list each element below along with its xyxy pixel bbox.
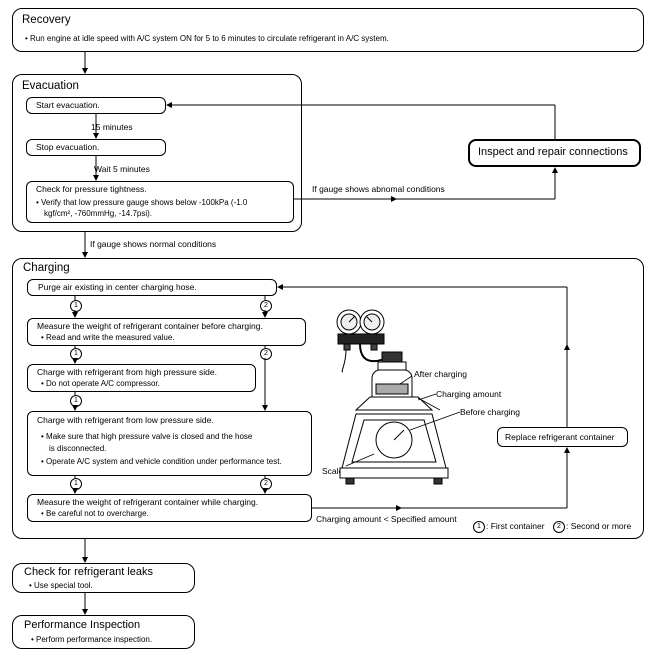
high-pressure-item: • Do not operate A/C compressor.	[41, 379, 160, 388]
low-pressure-title: Charge with refrigerant from low pressur…	[37, 415, 214, 425]
pressure-tightness-title: Check for pressure tightness.	[36, 184, 147, 194]
measure-before-item: • Read and write the measured value.	[41, 333, 175, 342]
recovery-title: Recovery	[22, 14, 71, 26]
low-pressure-item3: • Operate A/C system and vehicle conditi…	[41, 457, 282, 466]
performance-item: • Perform performance inspection.	[31, 635, 153, 644]
measure-before-step: Measure the weight of refrigerant contai…	[27, 318, 306, 346]
leaks-title: Check for refrigerant leaks	[24, 566, 153, 578]
low-pressure-item1: • Make sure that high pressure valve is …	[41, 432, 253, 441]
fig-before-charging-label: Before charging	[460, 407, 521, 417]
charging-title: Charging	[23, 262, 70, 274]
compare-amount-label: Charging amount < Specified amount	[316, 514, 457, 524]
measure-before-title: Measure the weight of refrigerant contai…	[37, 321, 263, 331]
measure-while-title: Measure the weight of refrigerant contai…	[37, 497, 259, 507]
legend-one-marker: 1	[473, 521, 485, 533]
measure-while-item: • Be careful not to overcharge.	[41, 509, 149, 518]
fifteen-minutes-label: 15 minutes	[91, 122, 133, 132]
purge-label: Purge air existing in center charging ho…	[38, 282, 197, 292]
stop-evacuation-step: Stop evacuation.	[26, 139, 166, 156]
high-pressure-step: Charge with refrigerant from high pressu…	[27, 364, 256, 392]
leaks-box: Check for refrigerant leaks • Use specia…	[12, 563, 195, 593]
path-one-marker: 1	[70, 300, 82, 312]
pressure-tightness-item2: kgf/cm², -760mmHg, -14.7psi).	[44, 209, 153, 218]
path-two-marker: 2	[260, 348, 272, 360]
leaks-item: • Use special tool.	[29, 581, 93, 590]
legend-first-container: : First container	[486, 521, 545, 531]
evacuation-title: Evacuation	[22, 80, 79, 92]
low-pressure-item2: is disconnected.	[49, 444, 107, 453]
pressure-tightness-step: Check for pressure tightness. • Verify t…	[26, 181, 294, 223]
stop-evacuation-label: Stop evacuation.	[36, 142, 100, 152]
pressure-tightness-item1: • Verify that low pressure gauge shows b…	[36, 198, 248, 207]
start-evacuation-step: Start evacuation.	[26, 97, 166, 114]
purge-step: Purge air existing in center charging ho…	[27, 279, 277, 296]
low-pressure-step: Charge with refrigerant from low pressur…	[27, 411, 312, 476]
charging-illustration	[336, 309, 461, 485]
inspect-repair-box: Inspect and repair connections	[468, 139, 641, 167]
charging-box: Charging	[12, 258, 644, 539]
replace-container-box: Replace refrigerant container	[497, 427, 628, 447]
normal-conditions-label: If gauge shows normal conditions	[90, 239, 217, 249]
recovery-item: • Run engine at idle speed with A/C syst…	[25, 34, 389, 43]
inspect-repair-label: Inspect and repair connections	[478, 146, 628, 158]
legend-second-or-more: : Second or more	[566, 521, 632, 531]
performance-title: Performance Inspection	[24, 619, 141, 631]
wait-five-minutes-label: Wait 5 minutes	[94, 164, 150, 174]
fig-charging-amount-label: Charging amount	[436, 389, 502, 399]
fig-scale-label: Scale	[322, 466, 344, 476]
abnormal-conditions-label: If gauge shows abnomal conditions	[312, 184, 445, 194]
start-evacuation-label: Start evacuation.	[36, 100, 100, 110]
path-two-marker: 2	[260, 300, 272, 312]
fig-after-charging-label: After charging	[414, 369, 467, 379]
replace-container-label: Replace refrigerant container	[505, 432, 615, 442]
performance-box: Performance Inspection • Perform perform…	[12, 615, 195, 649]
measure-while-step: Measure the weight of refrigerant contai…	[27, 494, 312, 522]
legend-two-marker: 2	[553, 521, 565, 533]
recovery-box: Recovery • Run engine at idle speed with…	[12, 8, 644, 52]
high-pressure-title: Charge with refrigerant from high pressu…	[37, 367, 217, 377]
